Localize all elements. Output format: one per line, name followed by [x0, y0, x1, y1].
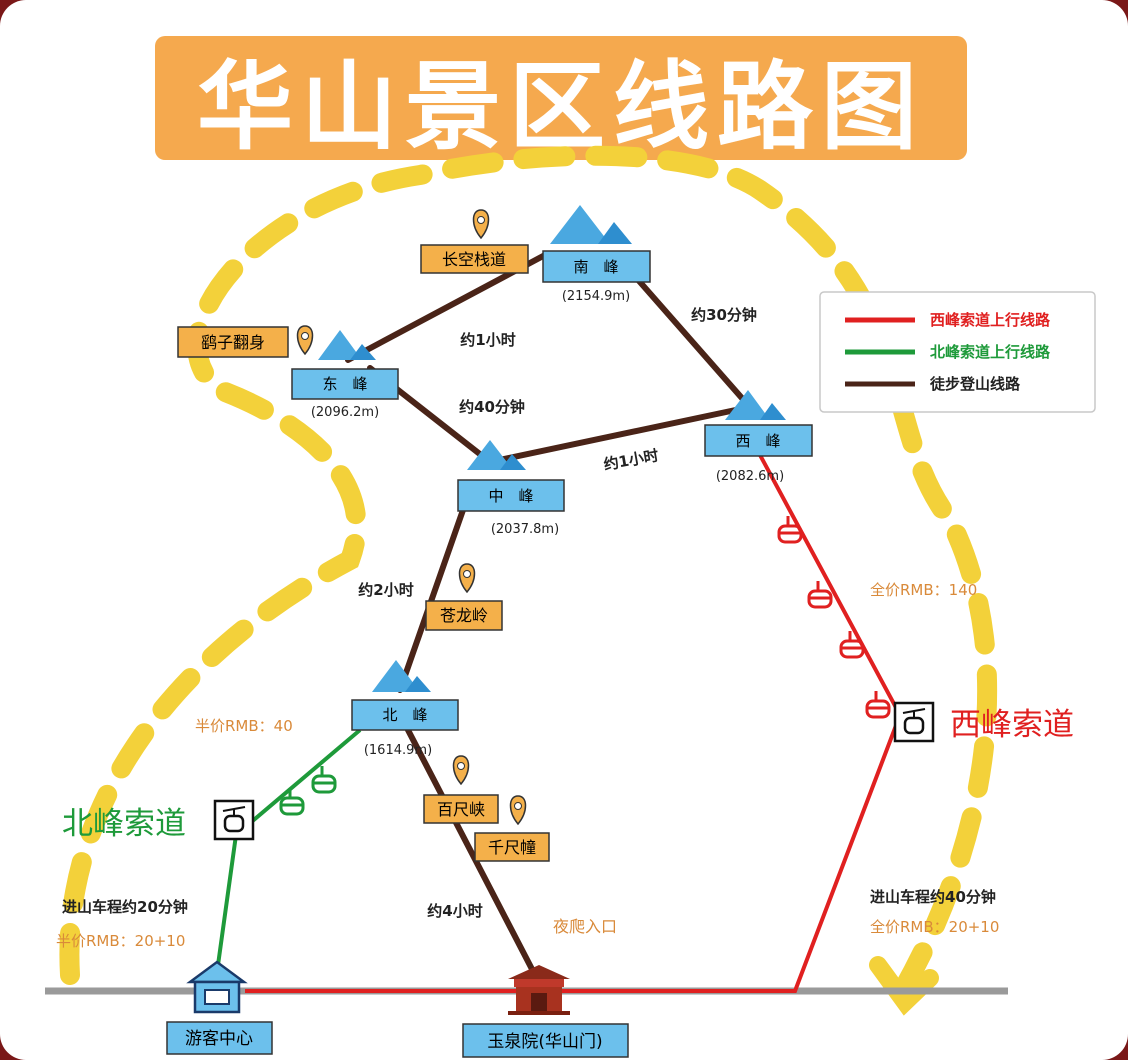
north-shuttle-price: 半价RMB：20+10 [56, 932, 185, 950]
east-mountain-icon [318, 330, 376, 360]
peak-north-name: 北 峰 [382, 706, 427, 724]
north-mountain-icon [372, 660, 431, 692]
west-shuttle-price: 全价RMB：20+10 [870, 918, 999, 936]
map-title: 华山景区线路图 [197, 50, 925, 163]
duration-north-gate: 约4小时 [427, 902, 482, 920]
west-shuttle-time: 进山车程约40分钟 [870, 888, 996, 906]
location-pin-icon [458, 563, 476, 594]
cable-car-icon [839, 631, 865, 659]
peak-east-name: 东 峰 [322, 375, 367, 393]
west-cableway-station-icon[interactable] [893, 701, 935, 743]
north-cable-cars [279, 766, 337, 816]
peak-middle-elevation: (2037.8m) [491, 522, 559, 537]
duration-east-middle: 约40分钟 [459, 398, 525, 416]
spot-yaozi[interactable]: 鹞子翻身 [177, 326, 289, 358]
north-shuttle-time: 进山车程约20分钟 [62, 898, 188, 916]
spot-canglong-label: 苍龙岭 [440, 606, 488, 625]
spot-changkong[interactable]: 长空栈道 [420, 244, 529, 274]
duration-east-south: 约1小时 [460, 331, 515, 349]
location-pin-icon [452, 755, 470, 786]
duration-middle-north: 约2小时 [358, 581, 413, 599]
spot-qianchichuang[interactable]: 千尺幢 [474, 832, 550, 862]
peak-south[interactable]: 南 峰 [542, 250, 651, 283]
peak-west[interactable]: 西 峰 [704, 424, 813, 457]
spot-changkong-label: 长空栈道 [442, 250, 506, 269]
duration-south-west: 约30分钟 [691, 306, 757, 324]
peak-south-name: 南 峰 [573, 258, 618, 276]
peak-west-elevation: (2082.6m) [716, 469, 784, 484]
north-cable-route [216, 728, 362, 966]
north-cableway-price: 半价RMB：40 [195, 717, 293, 735]
peak-east-elevation: (2096.2m) [311, 405, 379, 420]
cable-car-icon [279, 788, 305, 816]
spot-baichixia-label: 百尺峡 [437, 800, 485, 819]
west-mountain-icon [725, 390, 786, 420]
peak-west-name: 西 峰 [735, 432, 780, 450]
legend-label-hiking: 徒步登山线路 [929, 375, 1021, 393]
yuquan-label: 玉泉院(华山门) [487, 1032, 602, 1052]
cable-car-icon [865, 691, 891, 719]
peak-north-elevation: (1614.9m) [364, 743, 432, 758]
legend-item-west: 西峰索道上行线路 [845, 311, 1051, 329]
trail-south-west [622, 262, 751, 408]
title-banner: 华山景区线路图 [155, 36, 967, 163]
south-mountain-icon [550, 205, 632, 244]
legend: 西峰索道上行线路 北峰索道上行线路 徒步登山线路 [819, 291, 1096, 413]
dashed-loop-arrow [59, 145, 998, 1005]
spot-qianchichuang-label: 千尺幢 [488, 838, 536, 857]
peak-north[interactable]: 北 峰 [351, 699, 459, 731]
cable-car-icon [311, 766, 337, 794]
trail-gate-north [405, 727, 538, 978]
duration-middle-west: 约1小时 [602, 446, 660, 473]
dashed-arrowhead [869, 956, 939, 1016]
temple-gate-icon[interactable] [508, 965, 570, 1015]
visitor-center[interactable]: 游客中心 [166, 1021, 273, 1055]
cable-car-icon [777, 516, 803, 544]
location-pin-icon [296, 325, 314, 356]
peak-east[interactable]: 东 峰 [291, 368, 399, 400]
visitor-center-icon[interactable] [186, 960, 248, 1014]
peak-middle-name: 中 峰 [488, 487, 533, 505]
west-cableway-price: 全价RMB：140 [870, 581, 977, 599]
spot-canglong[interactable]: 苍龙岭 [425, 600, 503, 631]
peak-south-elevation: (2154.9m) [562, 289, 630, 304]
north-cableway-station-icon[interactable] [213, 799, 255, 841]
legend-item-hiking: 徒步登山线路 [845, 375, 1021, 393]
trail-middle-west [487, 405, 748, 465]
night-entrance-label: 夜爬入口 [553, 917, 617, 936]
legend-label-west: 西峰索道上行线路 [930, 311, 1051, 329]
peak-middle[interactable]: 中 峰 [457, 479, 565, 512]
west-cable-cars [777, 516, 891, 719]
spot-yaozi-label: 鹞子翻身 [201, 333, 265, 352]
legend-item-north: 北峰索道上行线路 [845, 343, 1051, 361]
cable-car-icon [807, 581, 833, 609]
spot-baichixia[interactable]: 百尺峡 [423, 794, 499, 824]
visitor-center-label: 游客中心 [185, 1029, 253, 1049]
middle-mountain-icon [467, 440, 526, 470]
location-pin-icon [472, 209, 490, 240]
west-cableway-name: 西峰索道 [950, 707, 1074, 743]
trail-north-middle [397, 487, 473, 693]
legend-label-north: 北峰索道上行线路 [930, 343, 1051, 361]
north-cableway-name: 北峰索道 [62, 806, 186, 842]
yuquan-temple[interactable]: 玉泉院(华山门) [462, 1023, 629, 1058]
location-pin-icon [509, 795, 527, 826]
